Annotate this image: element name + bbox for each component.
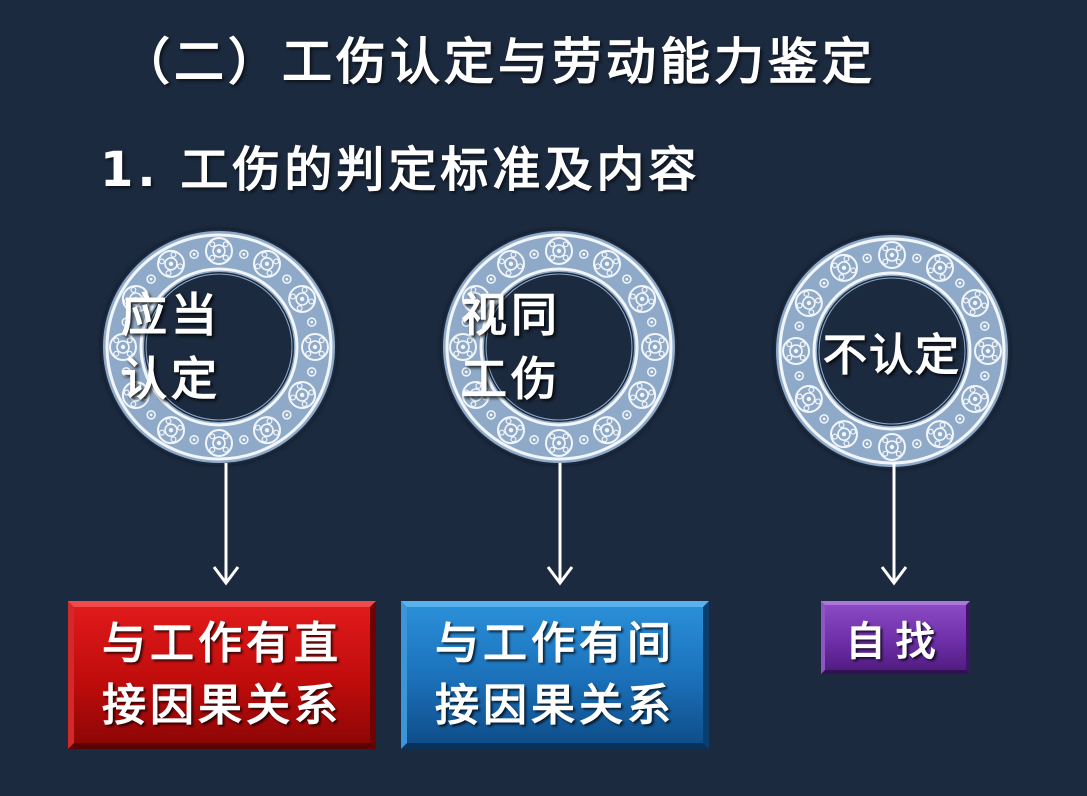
self-inflicted-box: 自找 xyxy=(821,601,970,674)
down-arrow-icon xyxy=(546,463,574,586)
plate-label-line-2: 工伤 xyxy=(461,352,561,406)
plate-yingdang-rending: 应当 认定 xyxy=(101,229,337,465)
indirect-causation-box: 与工作有间 接因果关系 xyxy=(401,601,709,749)
plate-bu-rending: 不认定 xyxy=(774,233,1010,469)
plate-label-line-1: 视同 xyxy=(461,288,561,342)
plate-label-line-1: 不认定 xyxy=(823,330,961,381)
box-line-1: 与工作有间 xyxy=(435,618,675,669)
box-line-2: 接因果关系 xyxy=(435,680,675,731)
porcelain-plate-icon xyxy=(776,235,1008,467)
plate-label-line-2: 认定 xyxy=(121,352,221,406)
plate-label: 不认定 xyxy=(774,233,1010,469)
slide-subtitle: 1. 工伤的判定标准及内容 xyxy=(100,142,701,198)
slide-title: （二）工伤认定与劳动能力鉴定 xyxy=(120,33,876,91)
box-line-1: 自找 xyxy=(845,618,946,665)
plate-label: 应当 认定 xyxy=(101,229,241,465)
direct-causation-box: 与工作有直 接因果关系 xyxy=(68,601,376,749)
porcelain-plate-icon xyxy=(103,231,335,463)
plate-label-line-1: 应当 xyxy=(121,288,221,342)
box-line-1: 与工作有直 xyxy=(102,618,342,669)
down-arrow-icon xyxy=(880,463,908,586)
plate-shitong-gongshang: 视同 工伤 xyxy=(441,229,677,465)
plate-label: 视同 工伤 xyxy=(441,229,581,465)
porcelain-plate-icon xyxy=(443,231,675,463)
down-arrow-icon xyxy=(212,463,240,586)
box-line-2: 接因果关系 xyxy=(102,680,342,731)
